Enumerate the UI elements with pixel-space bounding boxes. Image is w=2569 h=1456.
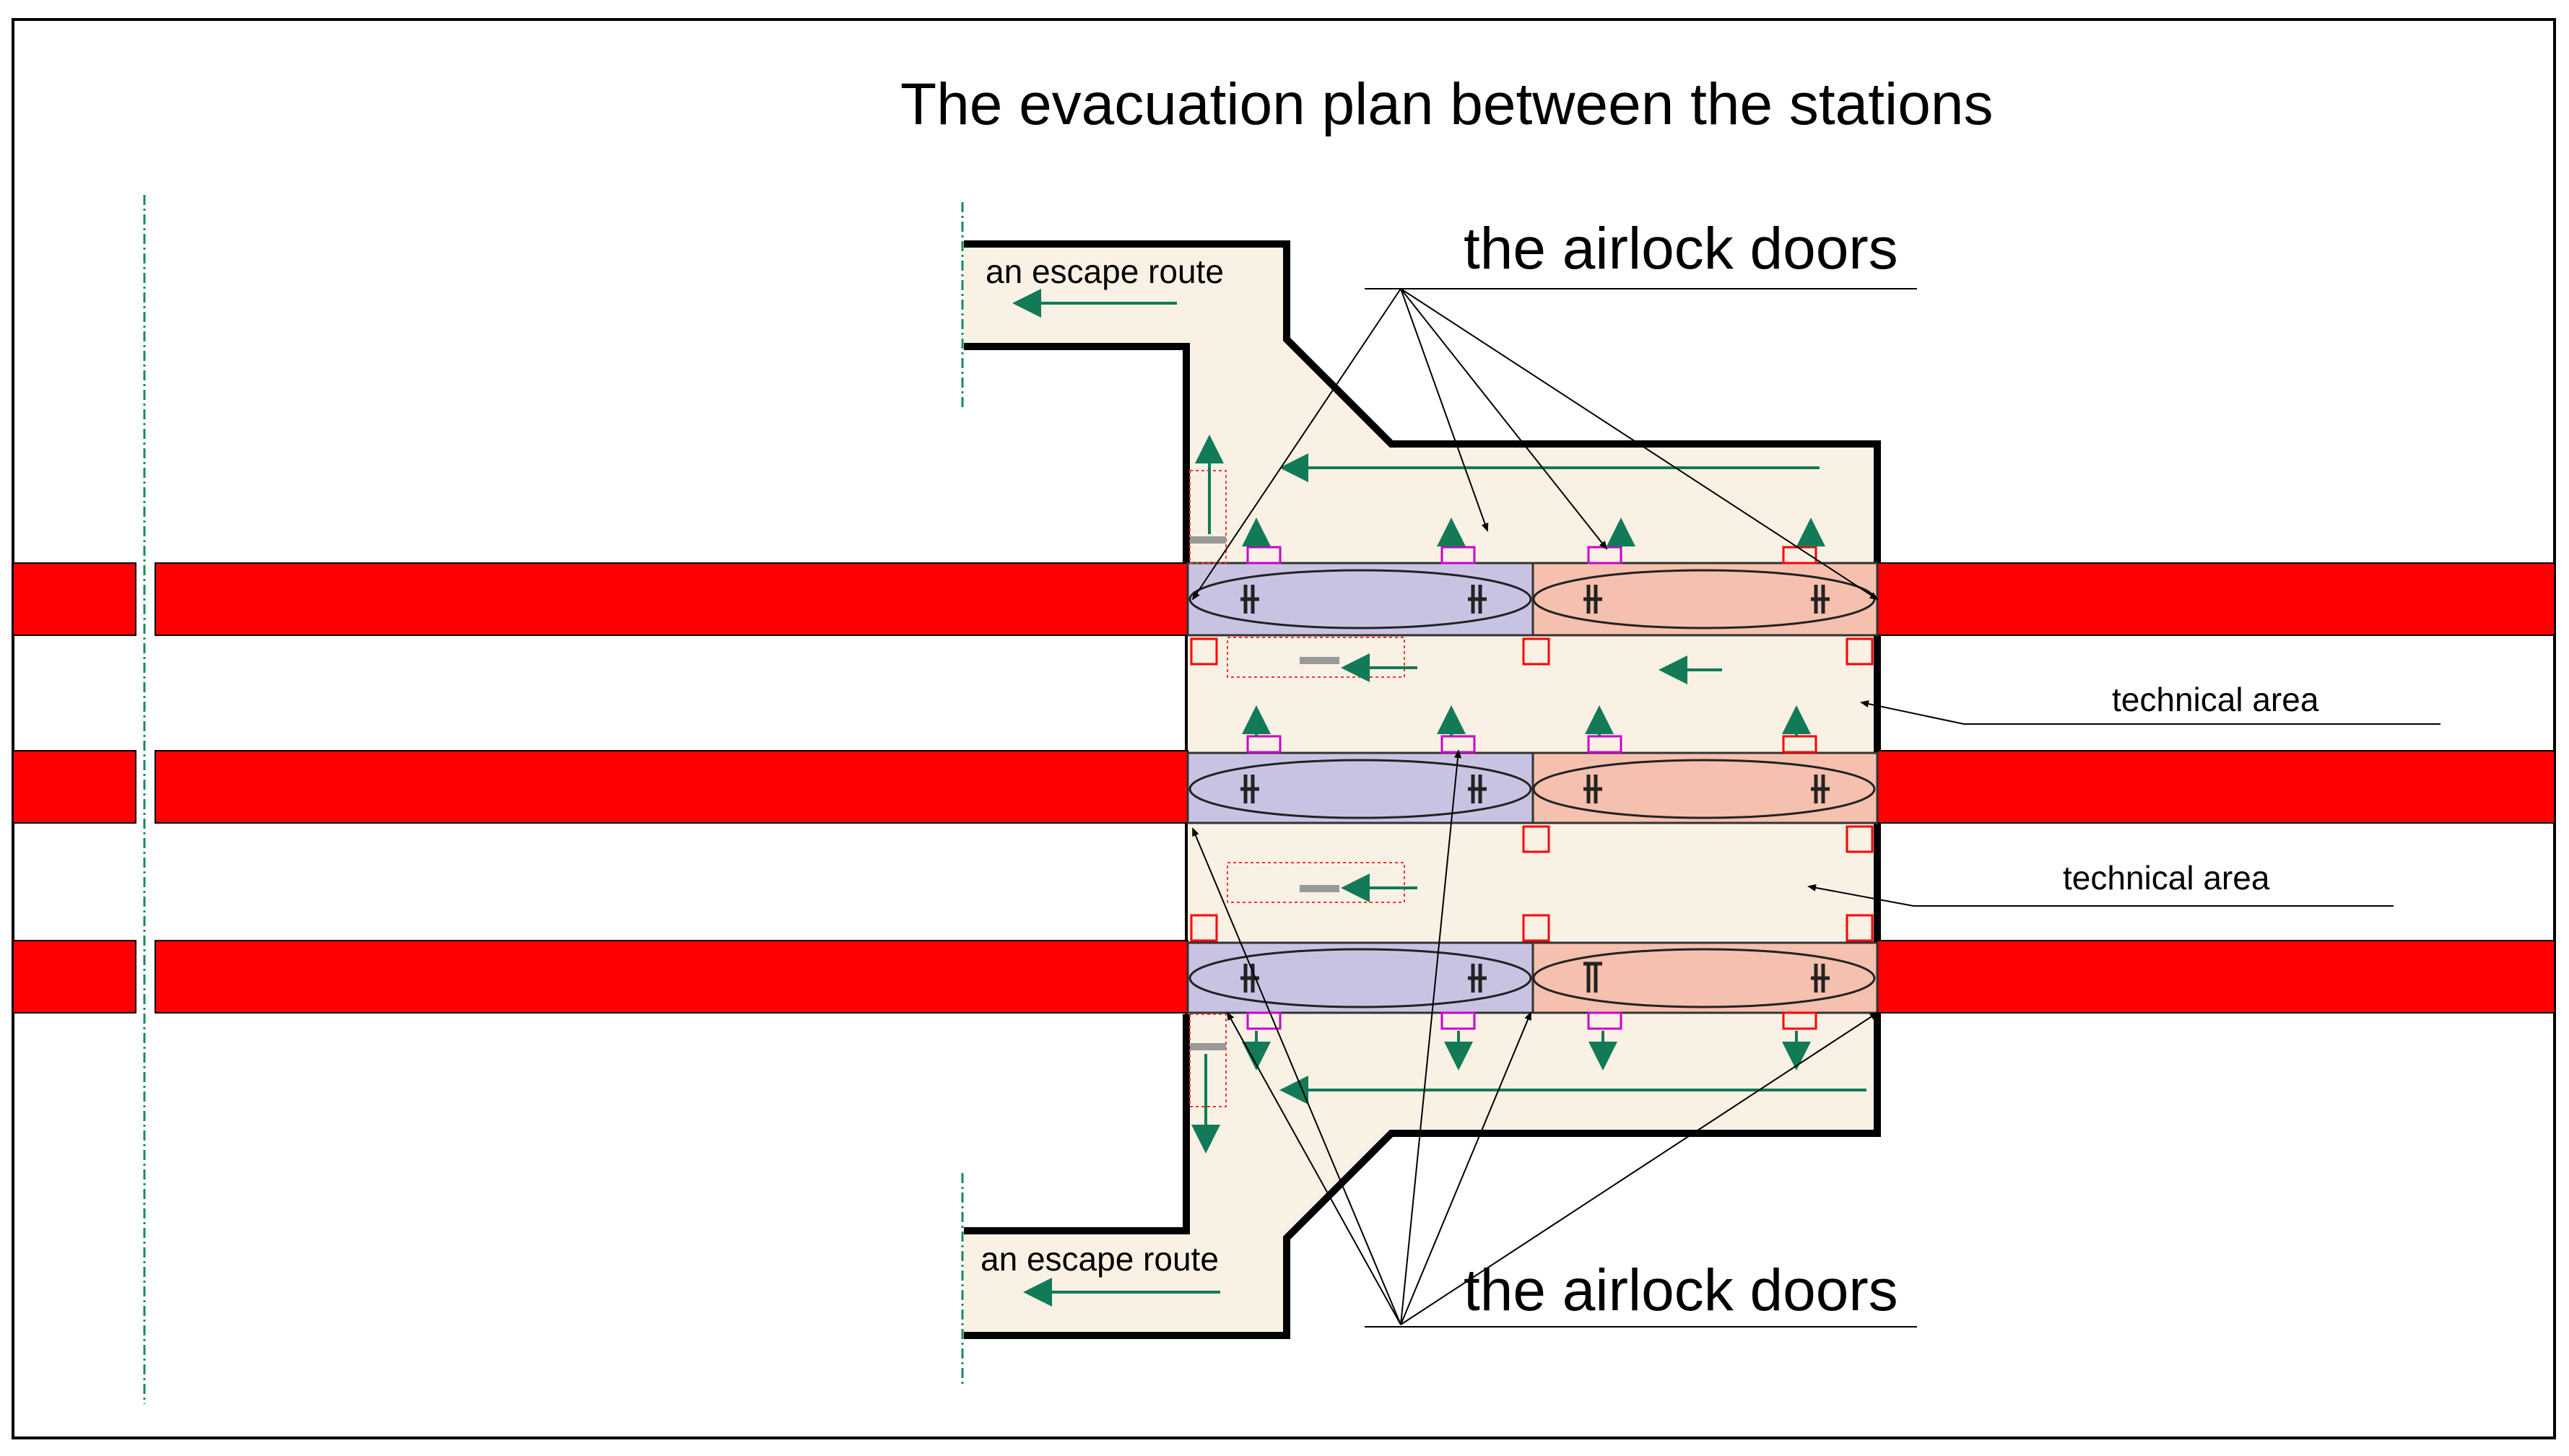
- train-cars: [1186, 562, 1879, 1014]
- airlock-doors-label-bottom: the airlock doors: [1464, 1257, 1898, 1323]
- equipment-bars: [1190, 536, 1339, 1050]
- technical-area-label-1: technical area: [2112, 681, 2319, 718]
- car-doors: [1190, 546, 1874, 1030]
- page-title: The evacuation plan between the stations: [900, 71, 1993, 137]
- escape-route-label-top: an escape route: [986, 253, 1224, 290]
- technical-leaders: [1807, 700, 1965, 907]
- airlock-doors-label-top: the airlock doors: [1464, 216, 1898, 282]
- airlock-leaders-bottom: [1192, 749, 1879, 1325]
- escape-route-label-bottom: an escape route: [981, 1240, 1219, 1278]
- technical-area-label-2: technical area: [2063, 859, 2270, 897]
- airlock-leaders-top: [1191, 288, 1879, 601]
- dashed-boundaries: [143, 195, 964, 1404]
- evacuation-arrows: [1012, 289, 1866, 1307]
- tunnel-tracks: [12, 562, 2555, 1013]
- label-underlines: [1365, 288, 2440, 1328]
